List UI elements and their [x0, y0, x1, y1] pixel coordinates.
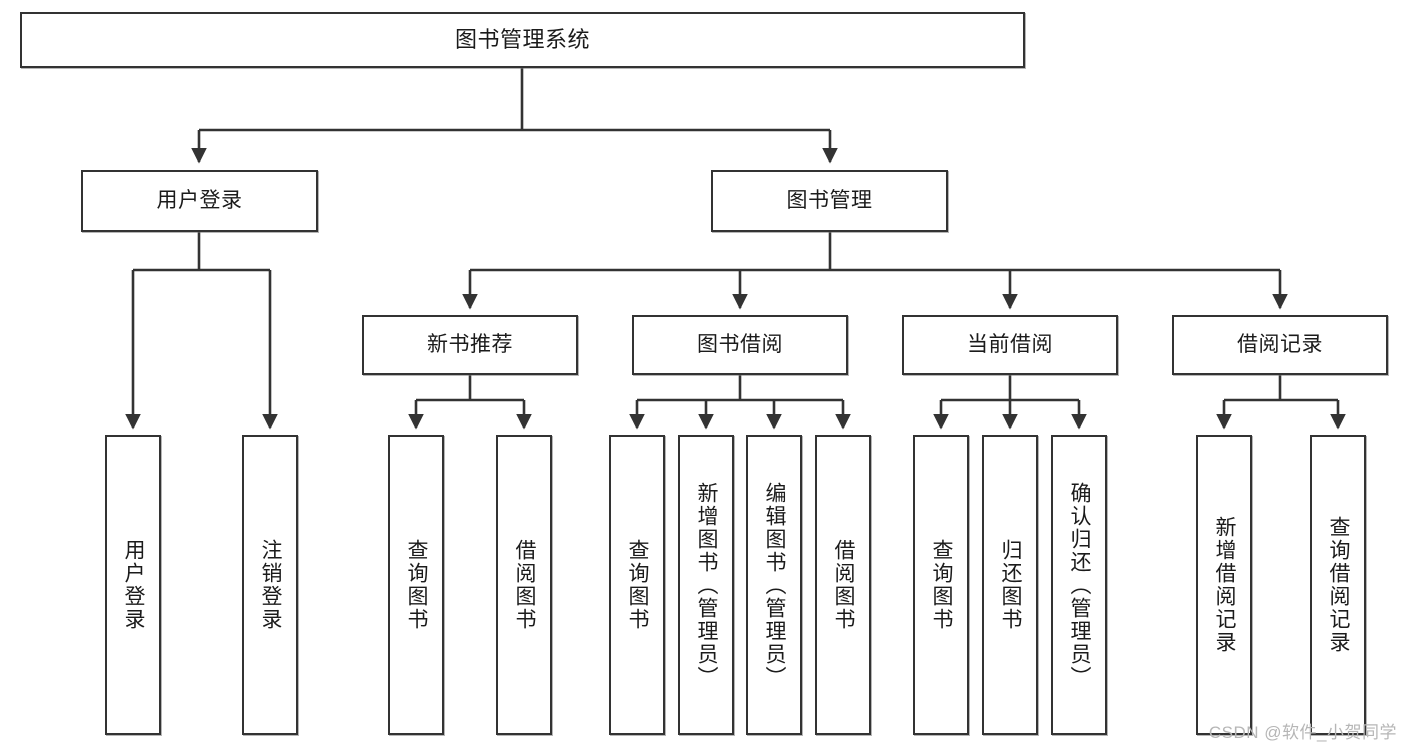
node-user-login[interactable]: 用户登录 [81, 170, 318, 232]
node-label: 用户登录 [156, 189, 243, 213]
node-leaf-query-book-3[interactable]: 查询图书 [913, 435, 969, 735]
node-leaf-query-book-2[interactable]: 查询图书 [609, 435, 665, 735]
node-leaf-edit-book[interactable]: 编辑图书（管理员） [746, 435, 802, 735]
node-book-management[interactable]: 图书管理 [711, 170, 948, 232]
node-leaf-user-login[interactable]: 用户登录 [105, 435, 161, 735]
node-label: 借阅记录 [1237, 333, 1323, 357]
node-leaf-query-book-1[interactable]: 查询图书 [388, 435, 444, 735]
node-label: 新书推荐 [427, 333, 513, 357]
node-label: 新增图书（管理员） [695, 481, 719, 689]
node-leaf-user-logout[interactable]: 注销登录 [242, 435, 298, 735]
node-new-book-recommend[interactable]: 新书推荐 [362, 315, 578, 375]
node-label: 查询图书 [405, 539, 429, 631]
node-label: 确认归还（管理员） [1068, 481, 1092, 689]
node-label: 新增借阅记录 [1213, 516, 1237, 654]
node-label: 借阅图书 [832, 539, 856, 631]
node-label: 注销登录 [259, 539, 283, 631]
node-leaf-query-record[interactable]: 查询借阅记录 [1310, 435, 1366, 735]
watermark: CSDN @软件_小贺同学 [1208, 723, 1397, 742]
node-label: 图书管理系统 [454, 27, 590, 53]
node-leaf-confirm-return[interactable]: 确认归还（管理员） [1051, 435, 1107, 735]
node-leaf-add-book[interactable]: 新增图书（管理员） [678, 435, 734, 735]
node-root-book-management-system[interactable]: 图书管理系统 [20, 12, 1025, 68]
node-leaf-add-record[interactable]: 新增借阅记录 [1196, 435, 1252, 735]
node-label: 查询图书 [626, 539, 650, 631]
node-leaf-return-book[interactable]: 归还图书 [982, 435, 1038, 735]
node-label: 图书管理 [786, 189, 873, 213]
node-label: 用户登录 [122, 539, 146, 631]
node-label: 查询借阅记录 [1327, 516, 1351, 654]
node-borrow-record[interactable]: 借阅记录 [1172, 315, 1388, 375]
node-label: 查询图书 [930, 539, 954, 631]
node-label: 借阅图书 [513, 539, 537, 631]
node-label: 编辑图书（管理员） [763, 481, 787, 689]
node-book-borrow[interactable]: 图书借阅 [632, 315, 848, 375]
node-leaf-borrow-book-2[interactable]: 借阅图书 [815, 435, 871, 735]
node-label: 归还图书 [999, 539, 1023, 631]
node-leaf-borrow-book-1[interactable]: 借阅图书 [496, 435, 552, 735]
node-label: 当前借阅 [967, 333, 1053, 357]
node-current-borrow[interactable]: 当前借阅 [902, 315, 1118, 375]
node-label: 图书借阅 [697, 333, 783, 357]
